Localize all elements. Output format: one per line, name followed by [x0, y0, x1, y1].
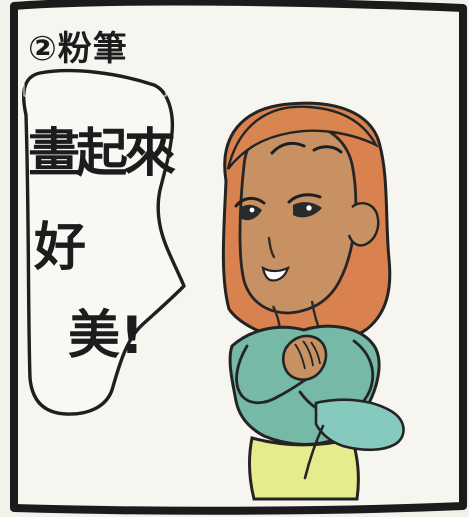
left-eye-highlight — [249, 207, 255, 213]
finger-line-1 — [294, 343, 306, 370]
left-eyebrow — [270, 141, 306, 155]
speech-balloon — [21, 68, 186, 416]
speech-line-2: 好 — [34, 218, 87, 278]
shoe — [314, 398, 405, 452]
speech-line-3: 美! — [68, 306, 144, 366]
finger-line-3 — [310, 341, 321, 365]
hair-fringe — [226, 105, 379, 170]
girl-character — [221, 101, 405, 501]
skirt — [248, 436, 360, 501]
right-eye-top — [287, 193, 322, 204]
arm-left — [235, 344, 320, 405]
hands — [281, 334, 328, 381]
speech-line-1: 畫起來 — [28, 124, 176, 184]
panel-number-title: ②粉筆 — [28, 29, 128, 69]
leg-back — [303, 424, 325, 480]
title-box — [23, 23, 167, 97]
nose — [267, 236, 276, 259]
mouth — [261, 265, 290, 282]
ear — [347, 202, 380, 247]
right-eye-highlight — [306, 205, 312, 211]
left-eye — [240, 204, 262, 221]
finger-line-2 — [302, 340, 314, 367]
left-eye-top — [234, 197, 266, 208]
right-eyebrow — [312, 145, 343, 154]
